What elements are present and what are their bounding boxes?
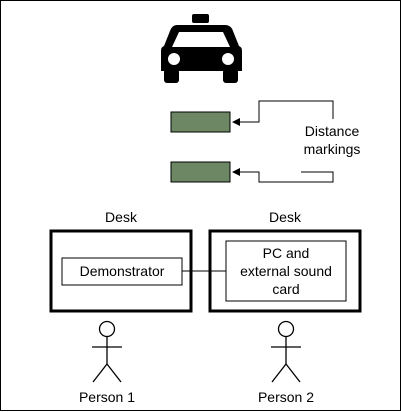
pc-label: PC and external sound card: [226, 244, 346, 298]
person-2-label: Person 2: [257, 389, 315, 405]
pc-label-line3: card: [272, 281, 300, 297]
arrow-to-marking-2: [232, 168, 334, 183]
distance-marking-1: [170, 111, 231, 133]
desk-right-label: Desk: [269, 209, 301, 225]
distance-label-line1: Distance: [304, 123, 360, 139]
demonstrator-label: Demonstrator: [79, 263, 165, 279]
person-1-label: Person 1: [78, 389, 136, 405]
distance-label-line2: markings: [303, 141, 361, 157]
demonstrator-box: [61, 257, 183, 286]
person-1-icon: [92, 320, 122, 383]
pc-label-line1: PC and: [262, 245, 310, 261]
taxi-icon: [161, 14, 242, 83]
arrow-to-marking-1: [232, 100, 334, 126]
distance-marking-2: [170, 161, 231, 183]
pc-label-line2: external sound: [240, 263, 332, 279]
distance-label: Distance markings: [293, 122, 371, 158]
desk-left-label: Desk: [105, 209, 137, 225]
pc-box: [225, 240, 347, 302]
person-2-icon: [271, 320, 301, 383]
